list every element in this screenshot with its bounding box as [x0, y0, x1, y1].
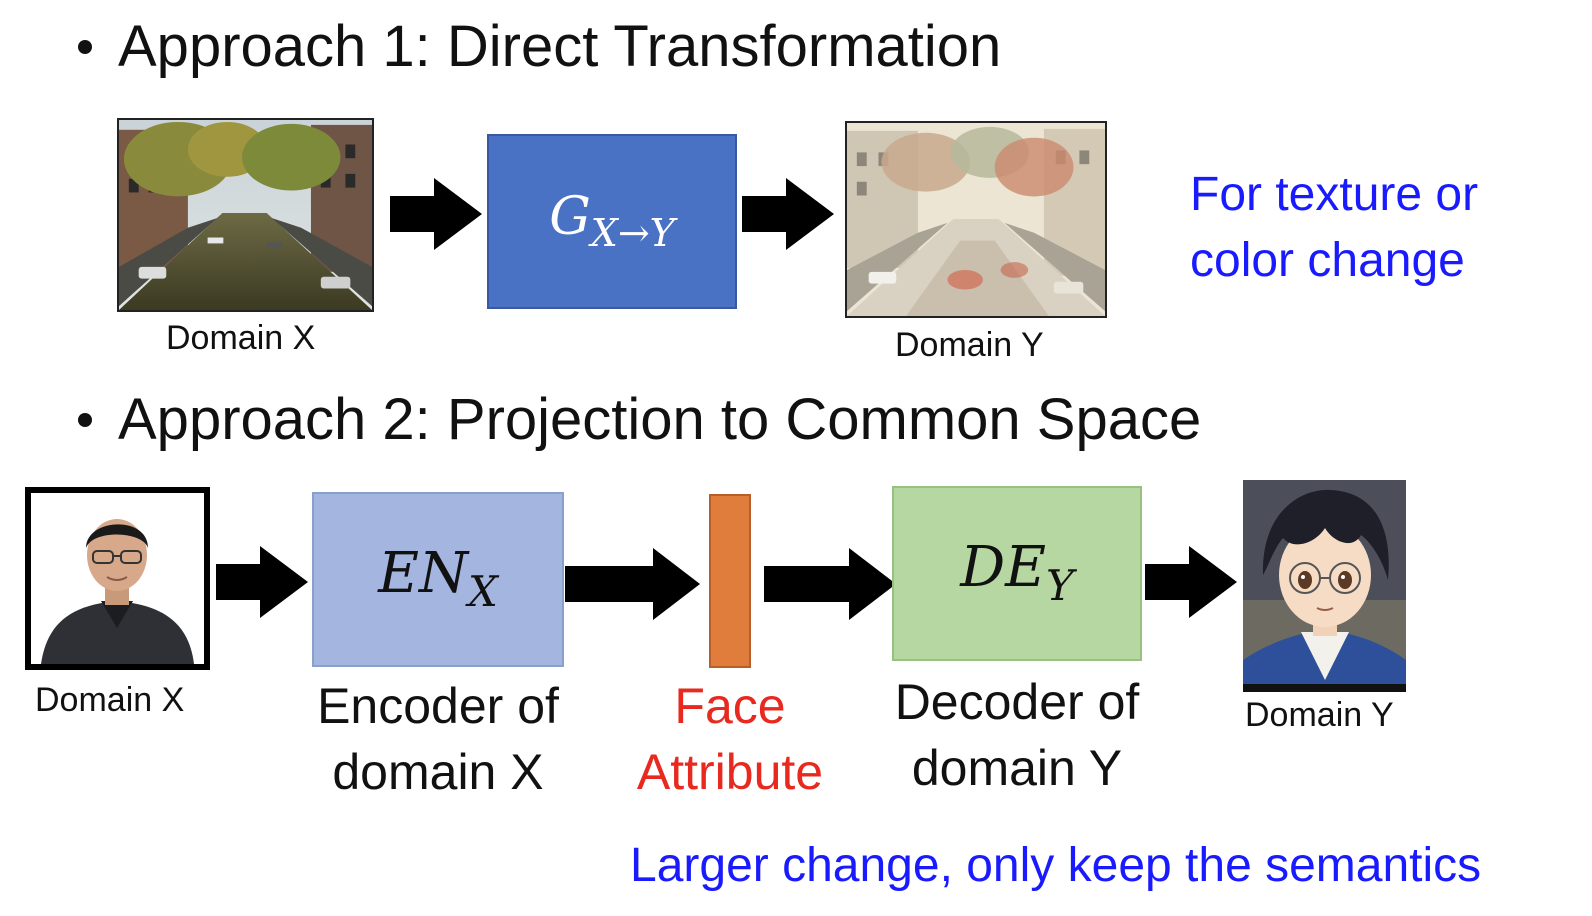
- arrow-icon: [390, 178, 482, 250]
- approach1-note-line2: color change: [1190, 234, 1465, 287]
- stylized-canal-photo-domain-y: [845, 121, 1107, 318]
- approach1-output-caption: Domain Y: [895, 326, 1044, 364]
- bullet-icon: [78, 413, 92, 427]
- portrait-photo-domain-x: [25, 487, 210, 670]
- approach1-title: Approach 1: Direct Transformation: [118, 14, 1002, 79]
- arrow-icon: [565, 548, 700, 620]
- approach1-input-caption: Domain X: [166, 319, 316, 357]
- approach1-note: For texture or color change: [1190, 162, 1478, 294]
- generator-box: GX→Y: [487, 134, 737, 309]
- encoder-label-line2: domain X: [332, 744, 544, 800]
- generator-symbol: G: [549, 187, 591, 247]
- canal-photo-domain-x: [117, 118, 374, 312]
- face-attribute-label: Face Attribute: [610, 673, 850, 805]
- bullet-icon: [78, 40, 92, 54]
- encoder-label-line1: Encoder of: [317, 678, 559, 734]
- decoder-label: Decoder of domain Y: [892, 669, 1142, 801]
- decoder-label-line1: Decoder of: [894, 674, 1140, 730]
- arrow-icon: [1145, 546, 1237, 618]
- encoder-label: Encoder of domain X: [312, 673, 564, 805]
- face-attribute-label-line2: Attribute: [636, 744, 824, 800]
- encoder-box: ENX: [312, 492, 564, 667]
- anime-portrait-domain-y: [1243, 480, 1406, 692]
- arrow-icon: [764, 548, 896, 620]
- approach1-note-line1: For texture or: [1190, 168, 1479, 221]
- encoder-subscript: X: [467, 567, 498, 616]
- decoder-label-line2: domain Y: [911, 740, 1123, 796]
- decoder-box: DEY: [892, 486, 1142, 661]
- generator-subscript: X→Y: [590, 211, 675, 255]
- encoder-symbol: EN: [378, 541, 468, 606]
- approach2-note: Larger change, only keep the semantics: [630, 839, 1482, 892]
- approach1-heading: Approach 1: Direct Transformation: [78, 18, 1001, 76]
- face-attribute-bar: [709, 494, 751, 668]
- decoder-symbol: DE: [960, 535, 1047, 600]
- arrow-icon: [216, 546, 308, 618]
- approach2-output-caption: Domain Y: [1245, 696, 1394, 734]
- face-attribute-label-line1: Face: [674, 678, 786, 734]
- approach2-input-caption: Domain X: [35, 681, 185, 719]
- decoder-subscript: Y: [1046, 561, 1074, 610]
- arrow-icon: [742, 178, 834, 250]
- approach2-heading: Approach 2: Projection to Common Space: [78, 391, 1201, 449]
- approach2-title: Approach 2: Projection to Common Space: [118, 387, 1202, 452]
